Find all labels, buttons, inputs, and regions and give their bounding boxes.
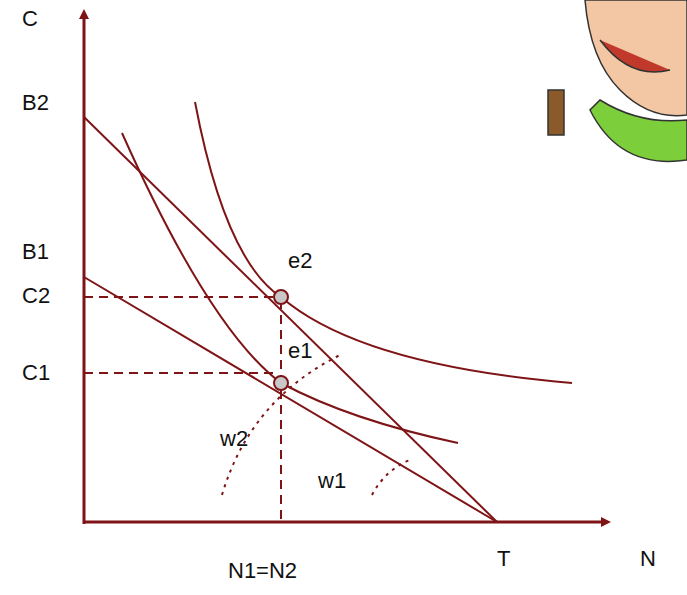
axes (83, 14, 606, 524)
axis-label: N (640, 548, 656, 570)
axis-label: C1 (22, 362, 50, 384)
dashed-guides (84, 297, 281, 522)
axis-label: w2 (220, 428, 248, 450)
axis-label: T (497, 548, 510, 570)
budget-lines (84, 117, 497, 522)
axis-label: B2 (22, 92, 49, 114)
cartoon (548, 0, 687, 161)
axis-label: C2 (22, 285, 50, 307)
axis-label: w1 (318, 470, 346, 492)
indifference-curves (122, 102, 572, 443)
wage-curves (222, 355, 410, 495)
equilibrium-points (274, 290, 288, 390)
axis-label: e2 (288, 250, 312, 272)
axis-label: B1 (22, 241, 49, 263)
axis-label: N1=N2 (228, 560, 297, 582)
axis-label: e1 (288, 340, 312, 362)
axis-label: C (22, 8, 38, 30)
